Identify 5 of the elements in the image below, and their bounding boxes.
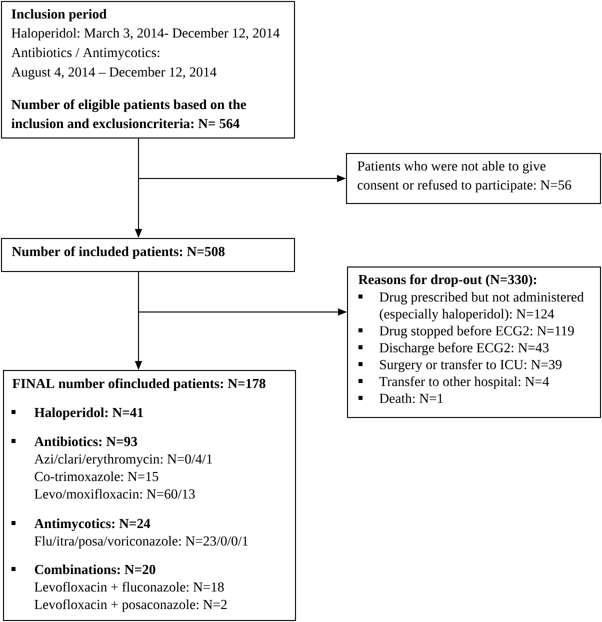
flow-box: Inclusion period Haloperidol: March 3, 2014- December 12, 2014 Antibiotics / Antimycotics: August 4, 2014 – December 12, 2014 Number of eligible patients based on the inclusion and exclusioncriteria: N= 564 [1,1,295,138]
flow-box: Patients who were not able to give consent or refused to participate: N=56 [346,153,601,204]
flow-box: Number of included patients: N=508 [1,238,295,272]
flow-box: FINAL number ofincluded patients: N=178 Haloperidol: N=41 Antibiotics: N=93 Azi/clari/erythromycin: N=0/4/1 Co-trimoxazole: N=15 Levo/moxifloxacin: N=60/13 Antimycotics: N=24 Flu/itra/posa/voriconazole: N=23/0/0/1 Combinations: N=20 Levofloxacin + fluconazole: N=18 Levofloxacin + posaconazole: N=2 [3,370,296,621]
flow-box: Reasons for drop-out (N=330): Drug prescribed but not administered (especially haloperidol): N=124 Drug stopped before ECG2: N=119 Discharge before ECG2: N=43 Surgery or transfer to ICU: N=39 Transfer to other hospital: N=4 Death: N=1 [347,266,601,418]
